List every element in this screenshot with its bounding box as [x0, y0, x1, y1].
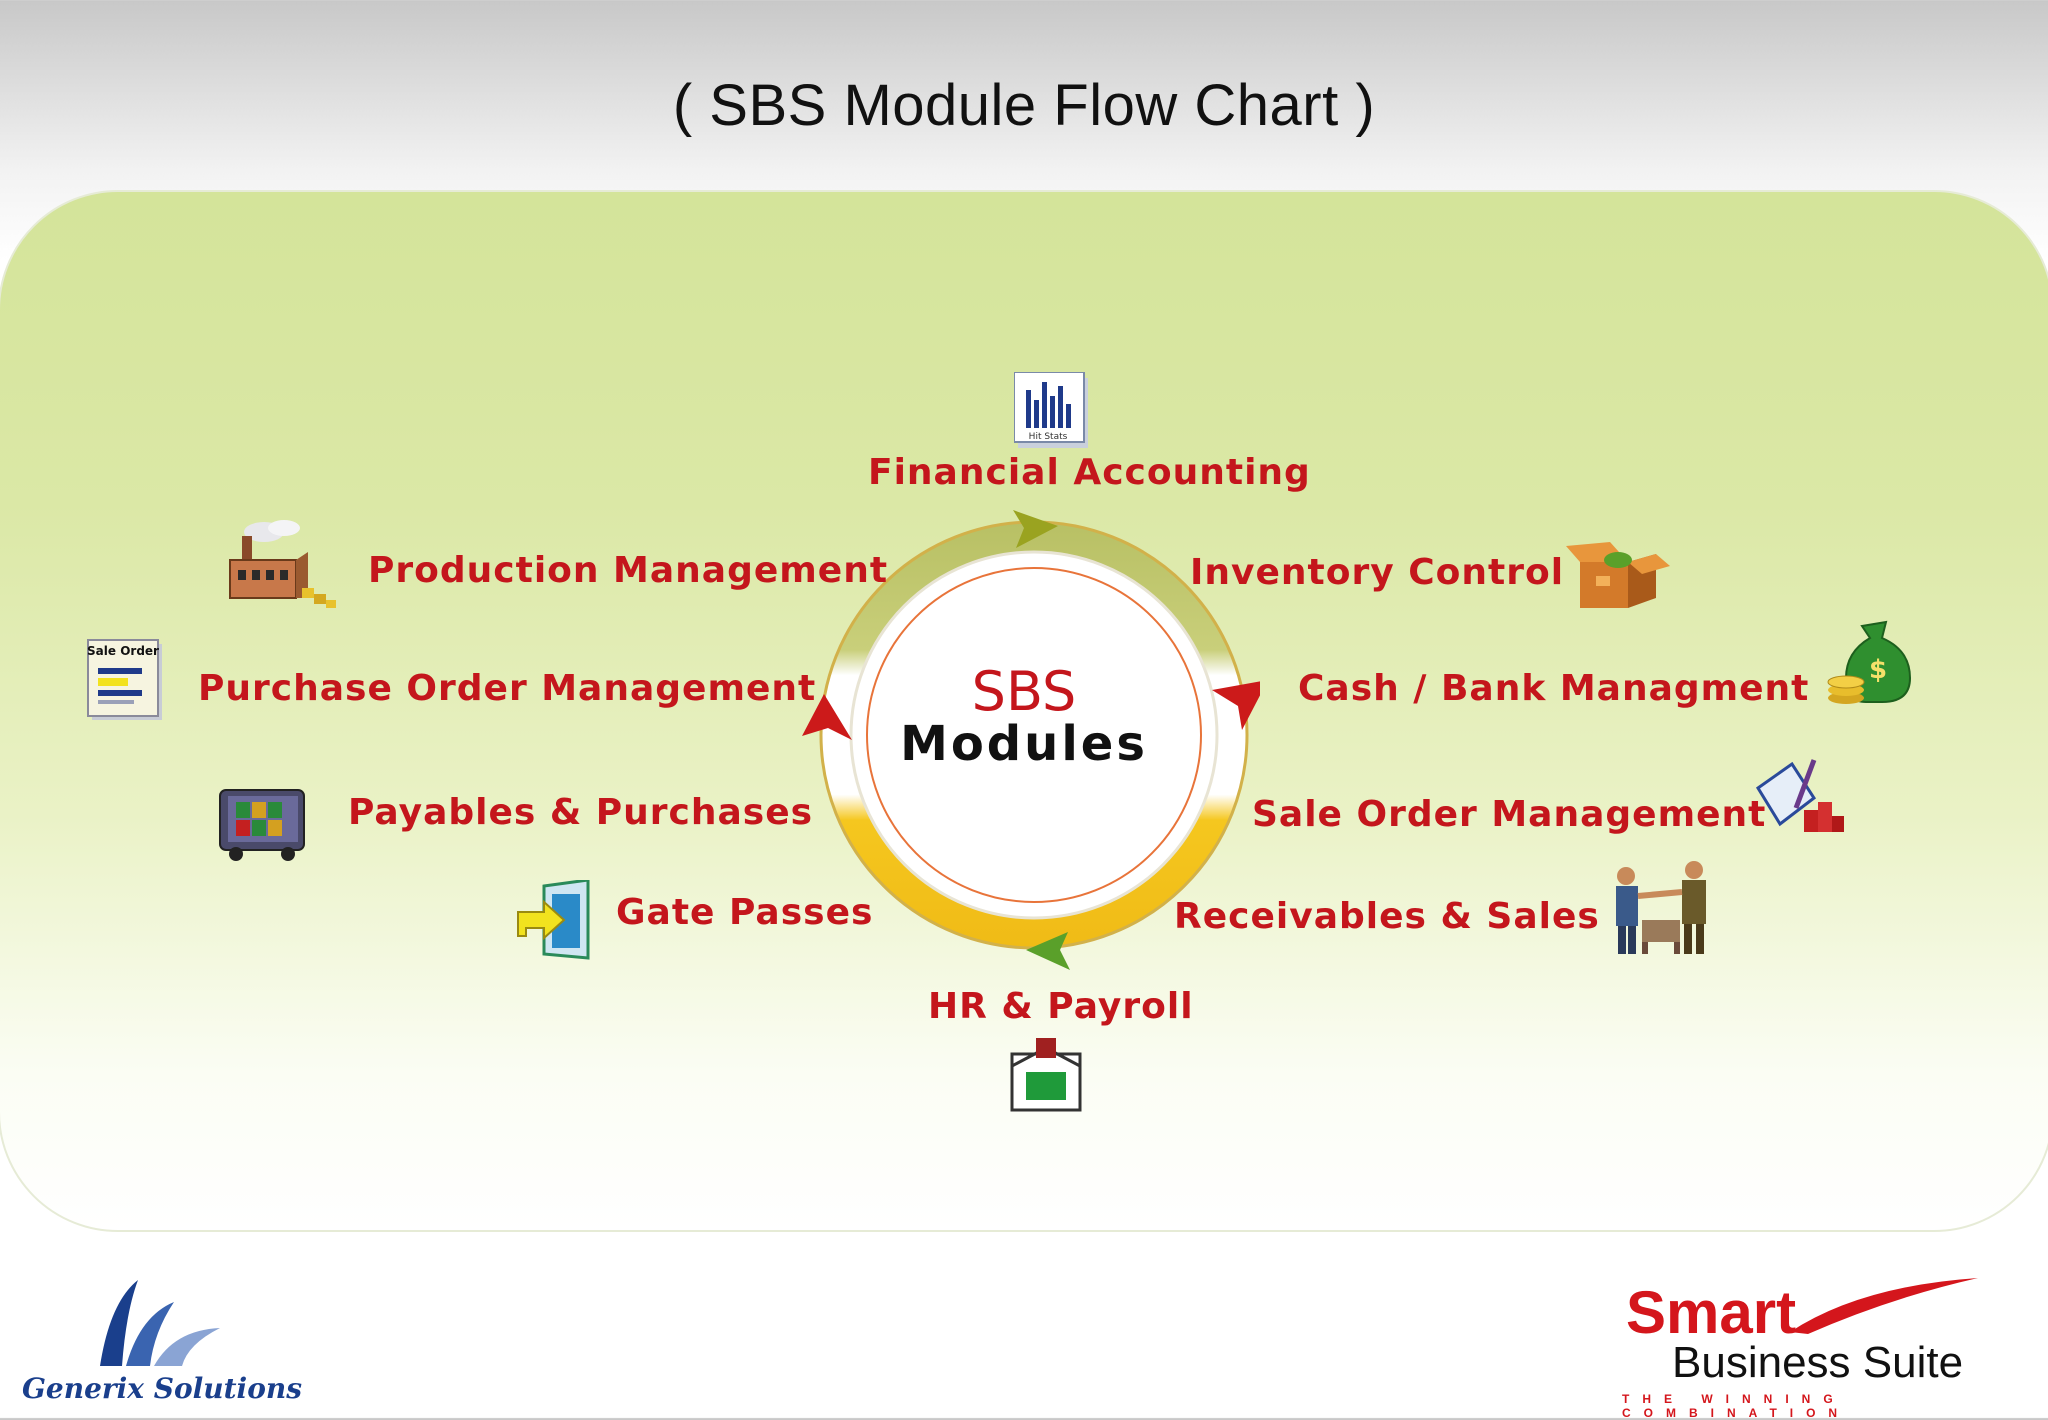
- smart-swoosh: [1790, 1278, 1978, 1334]
- brand-tagline: THE WINNING COMBINATION: [1622, 1392, 1851, 1420]
- center-subtitle: Modules: [900, 716, 1148, 772]
- label-gate-passes: Gate Passes: [616, 892, 874, 933]
- brand-smart: Smart: [1626, 1279, 1797, 1346]
- arrow-right: [1212, 681, 1260, 730]
- generix-company-name: Generix Solutions: [22, 1372, 302, 1405]
- box-icon: [1566, 542, 1670, 608]
- page-title: ( SBS Module Flow Chart ): [672, 73, 1376, 138]
- clipboard-check-icon: [1755, 759, 1844, 832]
- label-production: Production Management: [368, 550, 889, 591]
- svg-text:Hit Stats: Hit Stats: [1029, 432, 1068, 442]
- label-financial-accounting: Financial Accounting: [868, 452, 1311, 493]
- arrow-top: [1013, 510, 1058, 548]
- brand-business-suite: Business Suite: [1672, 1338, 1964, 1387]
- payroll-door-icon: [1010, 1038, 1082, 1112]
- label-sale-order: Sale Order Management: [1252, 794, 1767, 835]
- bar-chart-icon: Hit Stats: [1014, 372, 1088, 448]
- delivery-truck-icon: [219, 789, 305, 861]
- center-title: SBS: [971, 660, 1077, 723]
- gate-pass-icon: [517, 880, 590, 960]
- label-hr-payroll: HR & Payroll: [928, 986, 1194, 1027]
- arrow-bottom: [1026, 932, 1070, 970]
- factory-icon: [229, 520, 336, 608]
- svg-text:Sale Order: Sale Order: [87, 644, 159, 658]
- label-purchase-order: Purchase Order Management: [198, 668, 817, 709]
- sale-order-document-icon: Sale Order: [87, 639, 162, 720]
- money-bag-icon: $: [1827, 620, 1912, 704]
- label-receivables-sales: Receivables & Sales: [1174, 896, 1600, 937]
- svg-text:$: $: [1869, 655, 1887, 685]
- label-payables-purchases: Payables & Purchases: [348, 792, 814, 833]
- handshake-icon: [1616, 861, 1706, 954]
- generix-logo-mark: [100, 1280, 220, 1366]
- label-cash-bank: Cash / Bank Managment: [1298, 668, 1810, 709]
- module-cycle-ring: [802, 510, 1260, 970]
- label-inventory-control: Inventory Control: [1190, 552, 1565, 593]
- arrow-left: [802, 694, 852, 740]
